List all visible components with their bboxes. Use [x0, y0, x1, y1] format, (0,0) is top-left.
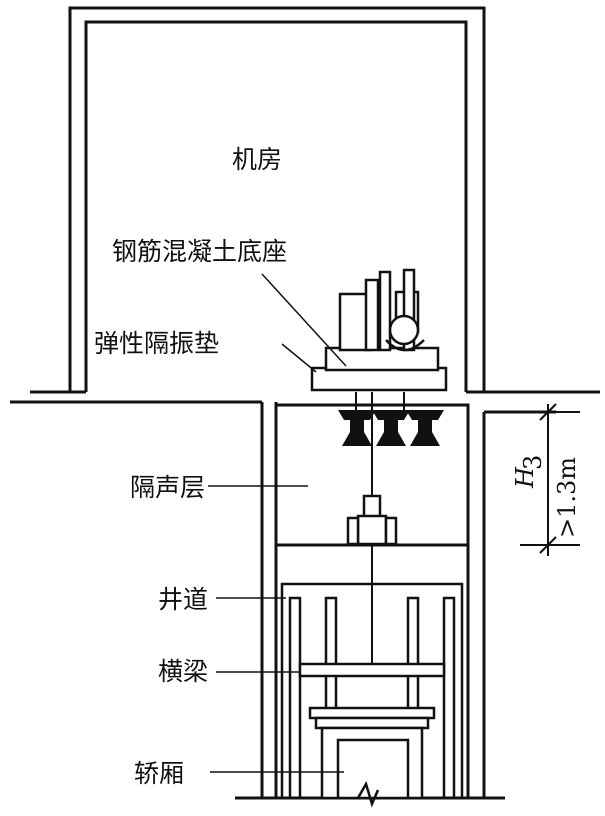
machine-column: [378, 270, 392, 352]
sheave-brake: [385, 339, 425, 352]
label-crossbeam: 横梁: [158, 657, 208, 686]
label-car: 轿厢: [134, 759, 184, 788]
floor-slab: [10, 390, 600, 414]
isolator-3: [406, 410, 444, 446]
rope-fitting: [346, 494, 398, 546]
leader-elastic-pad: [281, 343, 317, 373]
label-shaft: 井道: [158, 585, 208, 614]
motor-cap: [364, 278, 380, 352]
dimension-h3: [486, 403, 580, 556]
car-roof-2: [314, 716, 430, 730]
dim-tick-bottom: [539, 536, 557, 554]
machine-room-inner-wall: [84, 20, 468, 392]
label-rc-base: 钢筋混凝土底座: [112, 237, 287, 266]
car-frame: [280, 582, 464, 808]
isolator-2: [372, 410, 410, 446]
leader-lines: [208, 273, 347, 773]
isolators: [338, 410, 444, 446]
base-slab: [310, 366, 448, 392]
guide-rail-right-2: [442, 596, 456, 800]
isolator-1: [338, 410, 376, 446]
car-door: [336, 738, 410, 800]
leader-rc-base: [261, 273, 347, 367]
label-elastic-pad: 弹性隔振垫: [94, 329, 219, 358]
machine-room: [68, 6, 486, 392]
crossbeam-bar: [298, 662, 446, 678]
dim-text-h3: H 3: [511, 455, 547, 489]
fitting-right: [384, 516, 398, 546]
fitting-mid: [356, 514, 388, 546]
traction-machine: [310, 268, 448, 392]
dim-subscript: 3: [519, 455, 547, 470]
label-machine-room: 机房: [232, 145, 282, 174]
car-frame-outer: [280, 582, 464, 798]
guide-rail-left-1: [288, 596, 302, 800]
car-roof-1: [308, 706, 436, 720]
label-sound-layer: 隔声层: [130, 473, 205, 502]
break-mark: [356, 780, 380, 808]
fitting-left: [346, 516, 360, 546]
dim-value: >1.3m: [553, 457, 581, 538]
dim-symbol: H: [511, 466, 539, 489]
dim-tick-top: [539, 403, 557, 421]
shaft-walls: [235, 402, 505, 800]
rc-base-block: [324, 346, 440, 372]
traction-sheave: [388, 314, 420, 346]
machine-room-outer-wall: [68, 6, 486, 392]
